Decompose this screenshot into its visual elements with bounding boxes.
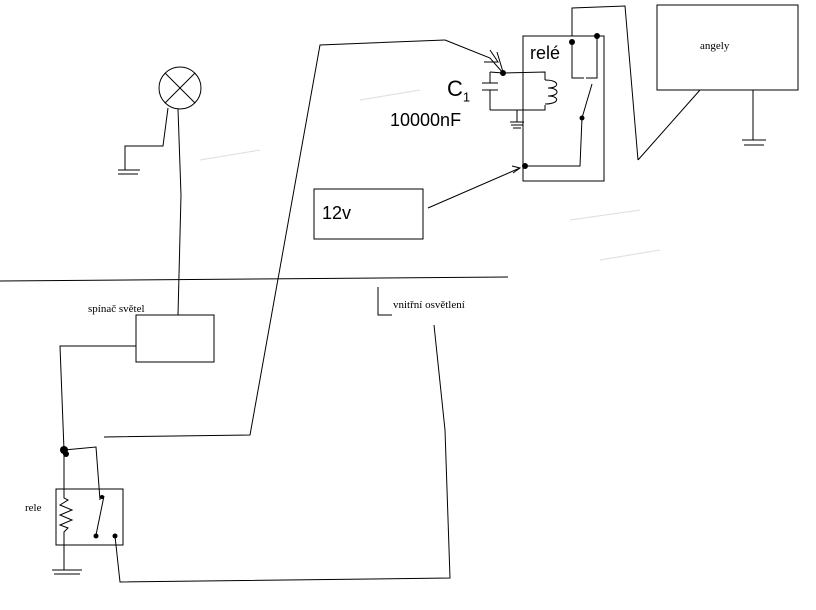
capacitor-name-text: C: [447, 76, 463, 101]
lamp-icon: [158, 66, 202, 110]
ground-icon: [52, 569, 82, 575]
relay-contact-wire: [586, 36, 598, 79]
capacitor-value: 10000nF: [390, 110, 462, 130]
junction-dot: [500, 70, 506, 76]
angely-connection-wire: [637, 89, 701, 161]
ground-icon: [118, 169, 140, 175]
capacitor-wire: [489, 71, 546, 80]
bottom-relay-box: [55, 488, 124, 546]
relay-contact-wire: [571, 44, 584, 79]
interior-light-label: vnitřní osvětlení: [393, 299, 465, 311]
switch-icon: [93, 495, 118, 539]
supply-label: 12v: [322, 203, 352, 223]
input-arrow: [444, 39, 504, 74]
relay-output-wire: [114, 324, 451, 583]
angely-wire: [571, 5, 639, 161]
divider-line: [0, 276, 509, 282]
light-switch-label: spínač světel: [88, 303, 145, 315]
light-switch-box: [135, 314, 215, 363]
junction-dot: [594, 33, 600, 39]
supply-wire: [427, 167, 521, 209]
angely-label: angely: [700, 40, 730, 52]
capacitor-subscript: 1: [462, 89, 471, 105]
junction-dot: [522, 163, 528, 169]
ground-icon: [510, 121, 524, 129]
input-arrow-stroke: [496, 51, 504, 73]
lamp-switch-wire: [177, 108, 182, 316]
coil-icon: [544, 79, 558, 105]
relay-link-wire: [63, 446, 101, 501]
bottom-relay-label: rele: [25, 502, 42, 514]
relay-to-top-wire: [103, 39, 446, 438]
capacitor-name: C1: [447, 76, 470, 104]
junction-dot: [63, 451, 69, 457]
shadow-marks: [199, 89, 661, 261]
angely-box: [656, 4, 799, 91]
resistor-icon: [58, 450, 74, 570]
switch-icon: [579, 83, 593, 121]
interior-light-bracket: [377, 287, 392, 316]
supply-box: [313, 188, 424, 240]
ground-icon: [742, 139, 766, 146]
supply-arrowhead: [511, 165, 522, 174]
capacitor-icon: [482, 72, 498, 110]
junction-dot: [569, 39, 575, 45]
top-relay-label: relé: [530, 43, 561, 63]
input-arrowhead: [484, 49, 499, 63]
top-relay-box: [522, 35, 605, 182]
capacitor-bottom-wire: [490, 105, 546, 111]
switch-relay-wire: [59, 345, 136, 451]
lamp-ground-wire: [124, 107, 169, 170]
relay-common-wire: [525, 117, 583, 167]
